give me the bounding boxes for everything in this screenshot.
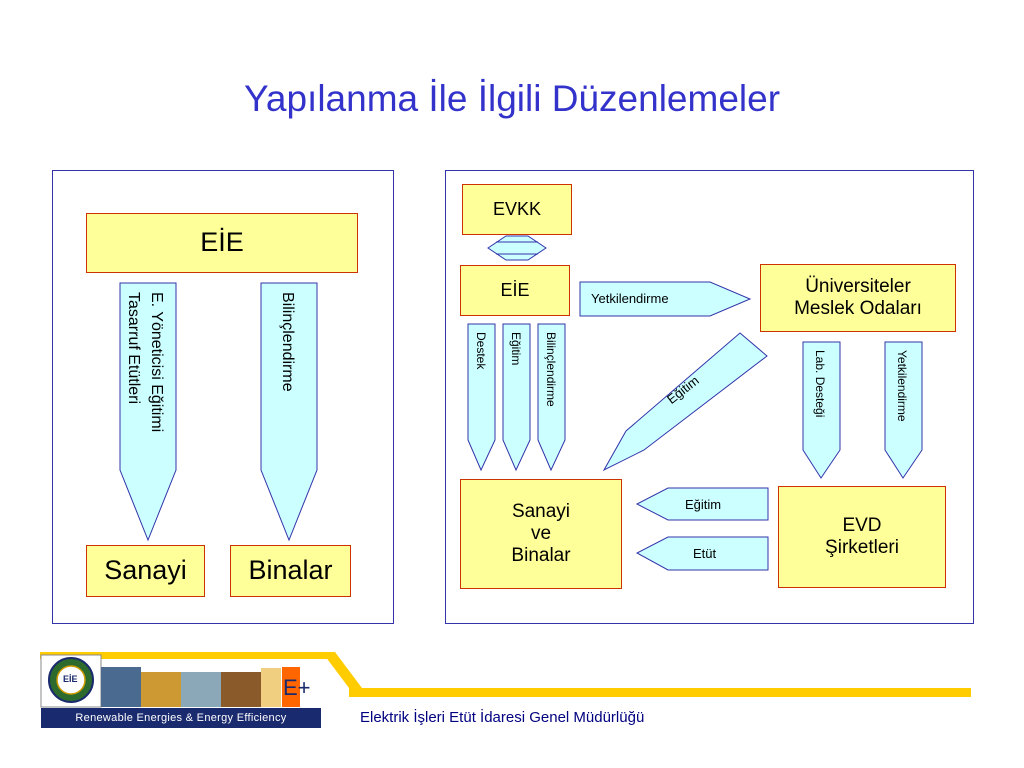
- footer-yellow-line: [349, 688, 971, 697]
- left-arrow-bilinclendirme: [260, 282, 318, 542]
- universiteler-line2: Meslek Odaları: [794, 298, 922, 319]
- logo-caption: Renewable Energies & Energy Efficiency: [41, 708, 321, 728]
- arrow-yetkilendirme-vertical: [884, 341, 923, 479]
- left-arrow-yonetici: [119, 282, 177, 542]
- double-arrow-evkk-eie: [487, 235, 547, 261]
- arrow-bilinclendirme-vertical: [537, 323, 566, 472]
- footer-yellow-bar: [40, 652, 330, 659]
- photo-wind-icon: [181, 672, 221, 707]
- evd-box: EVD Şirketleri: [778, 486, 946, 588]
- universiteler-box: Üniversiteler Meslek Odaları: [760, 264, 956, 332]
- arrow-yetkilendirme-horizontal: [579, 281, 752, 317]
- sanayi-binalar-line3: Binalar: [511, 544, 571, 566]
- footer-org-name: Elektrik İşleri Etüt İdaresi Genel Müdür…: [360, 709, 645, 726]
- arrow-destek: [467, 323, 496, 472]
- photo-lamp-icon: [261, 668, 281, 707]
- etut-left-label: Etüt: [693, 546, 717, 561]
- footer-yellow-diagonal: [322, 652, 362, 688]
- photo-solar-icon: [101, 667, 141, 707]
- arrow-egitim-vertical: [502, 323, 531, 472]
- logo-e-block: [282, 667, 300, 707]
- left-arrow-bilinclendirme-label: Bilinçlendirme: [279, 292, 296, 392]
- photo-industry-icon: [141, 672, 181, 707]
- evd-line2: Şirketleri: [825, 537, 899, 558]
- egitim-vertical-label: Eğitim: [509, 332, 523, 366]
- universiteler-line1: Üniversiteler: [805, 276, 911, 298]
- logo-eplus-text: E+: [283, 675, 311, 700]
- evkk-box: EVKK: [462, 184, 572, 235]
- lab-destegi-label: Lab. Desteği: [813, 350, 827, 418]
- logo-seal-text: EİE: [63, 674, 78, 684]
- egitim-left-label: Eğitim: [685, 497, 722, 512]
- sanayi-binalar-line1: Sanayi: [511, 501, 571, 523]
- left-binalar-box: Binalar: [230, 545, 351, 597]
- destek-label: Destek: [474, 332, 488, 370]
- photo-landscape-icon: [221, 672, 261, 707]
- evd-line1: EVD: [842, 515, 882, 537]
- arrow-lab-destegi: [802, 341, 841, 479]
- left-sanayi-box: Sanayi: [86, 545, 205, 597]
- bilinclendirme-vertical-label: Bilinçlendirme: [544, 332, 558, 407]
- yetkilendirme-arrow-label: Yetkilendirme: [591, 291, 669, 306]
- left-arrow-yonetici-line2: Tasarruf Etütleri: [125, 292, 142, 405]
- sanayi-binalar-line2: ve: [530, 523, 552, 545]
- left-eie-box: EİE: [86, 213, 358, 273]
- arrow-egitim-left: [635, 487, 769, 521]
- sanayi-binalar-box: Sanayi ve Binalar: [460, 479, 622, 589]
- arrow-etut-left: [635, 536, 769, 571]
- yetkilendirme-vertical-label: Yetkilendirme: [895, 350, 909, 422]
- right-eie-box: EİE: [460, 265, 570, 316]
- left-arrow-yonetici-line1: E. Yöneticisi Eğitimi: [148, 292, 165, 433]
- slide-title: Yapılanma İle İlgili Düzenlemeler: [243, 78, 781, 119]
- arrow-egitim-diagonal: [602, 332, 768, 472]
